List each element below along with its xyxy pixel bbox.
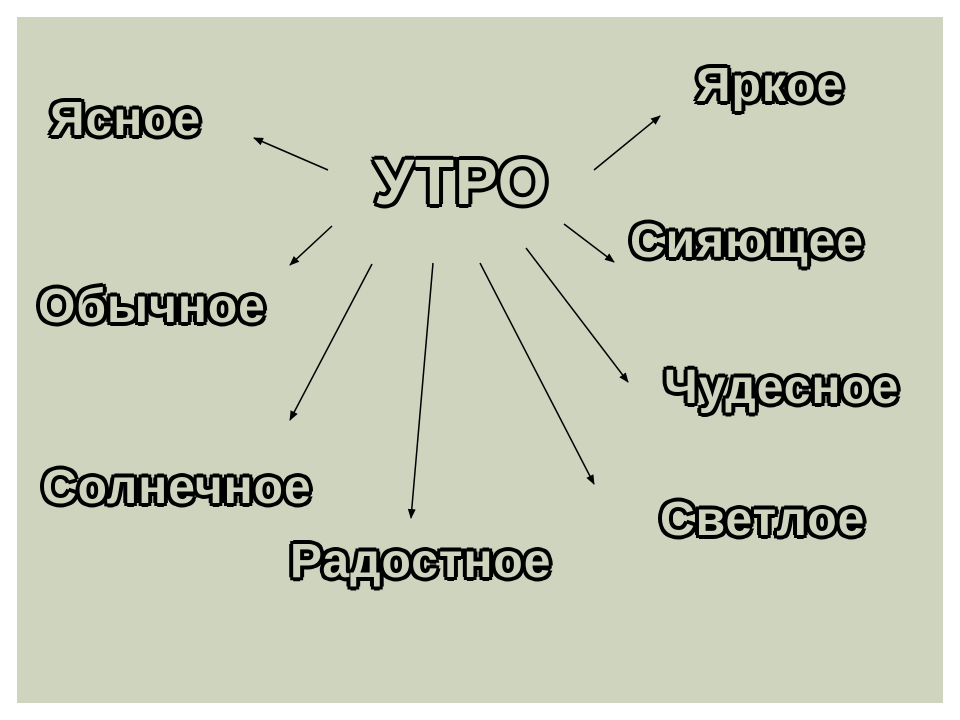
arrow-to-siyayushchee: [563, 223, 615, 263]
center-word: УТРО: [374, 146, 549, 218]
word-yarkoe: Яркое: [696, 59, 845, 112]
arrow-to-yarkoe: [593, 115, 661, 171]
arrow-to-yasnoe: [253, 137, 329, 171]
word-siyayushchee: Сияющее: [630, 215, 865, 268]
word-obychnoe: Обычное: [38, 280, 266, 333]
arrow-to-radostnoe: [407, 262, 434, 519]
word-radostnoe: Радостное: [290, 535, 552, 588]
word-solnechnoe: Солнечное: [42, 461, 312, 514]
word-yasnoe: Ясное: [50, 93, 202, 146]
arrow-to-obychnoe: [289, 225, 333, 266]
word-svetloe: Светлое: [660, 493, 866, 546]
slide-background: [17, 17, 943, 703]
arrow-to-solnechnoe: [289, 263, 373, 421]
word-chudesnoe: Чудесное: [664, 361, 900, 414]
arrow-to-chudesnoe: [525, 247, 629, 383]
arrow-to-svetloe: [479, 262, 595, 485]
